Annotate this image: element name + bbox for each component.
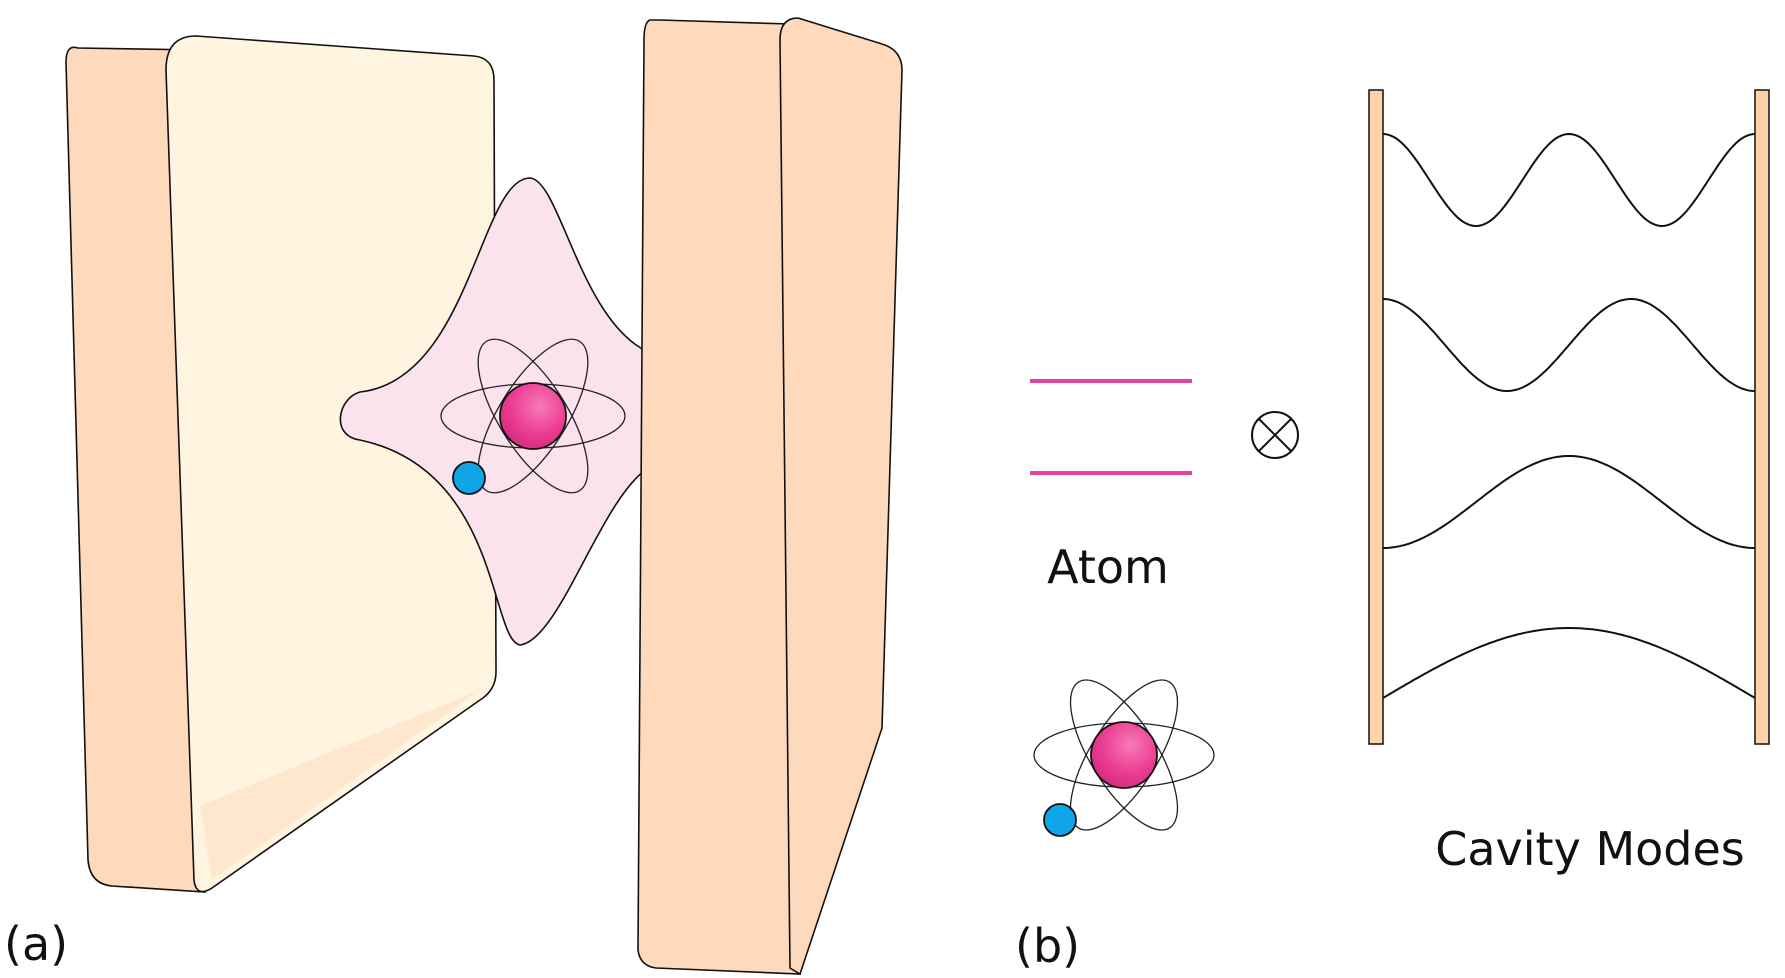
nucleus xyxy=(1090,721,1158,789)
right-mirror-side xyxy=(637,19,801,975)
panel-a-illustration: (a) xyxy=(4,17,903,976)
panel-b-label: (b) xyxy=(1015,919,1080,973)
panel-a-label: (a) xyxy=(4,917,68,971)
panel-b-illustration: Atom (b) Cavity Modes xyxy=(1015,89,1770,973)
field-cloud xyxy=(339,177,649,646)
cavity-mode-1 xyxy=(1382,627,1756,699)
cavity-mode-2 xyxy=(1383,455,1755,549)
cavity-modes-label: Cavity Modes xyxy=(1435,822,1745,876)
cavity-mode-4 xyxy=(1382,132,1756,228)
orbit-tilted-b xyxy=(477,338,589,494)
cavity-wall-right xyxy=(1754,89,1770,745)
left-mirror-front xyxy=(165,35,497,893)
atom-icon xyxy=(1033,679,1215,837)
atom-label: Atom xyxy=(1047,540,1169,594)
right-mirror-front xyxy=(779,17,903,976)
tensor-product-icon xyxy=(1251,411,1299,459)
cavity-wall-left xyxy=(1368,89,1384,745)
nucleus xyxy=(499,382,567,450)
cavity-mode-curves xyxy=(1382,132,1756,699)
orbit-tilted-a xyxy=(477,338,589,494)
left-mirror-side xyxy=(65,46,206,893)
electron xyxy=(452,461,486,495)
electron xyxy=(1043,803,1077,837)
cavity-mode-3 xyxy=(1382,298,1756,392)
cavity-atom xyxy=(440,338,626,495)
left-mirror-shade xyxy=(200,690,480,880)
